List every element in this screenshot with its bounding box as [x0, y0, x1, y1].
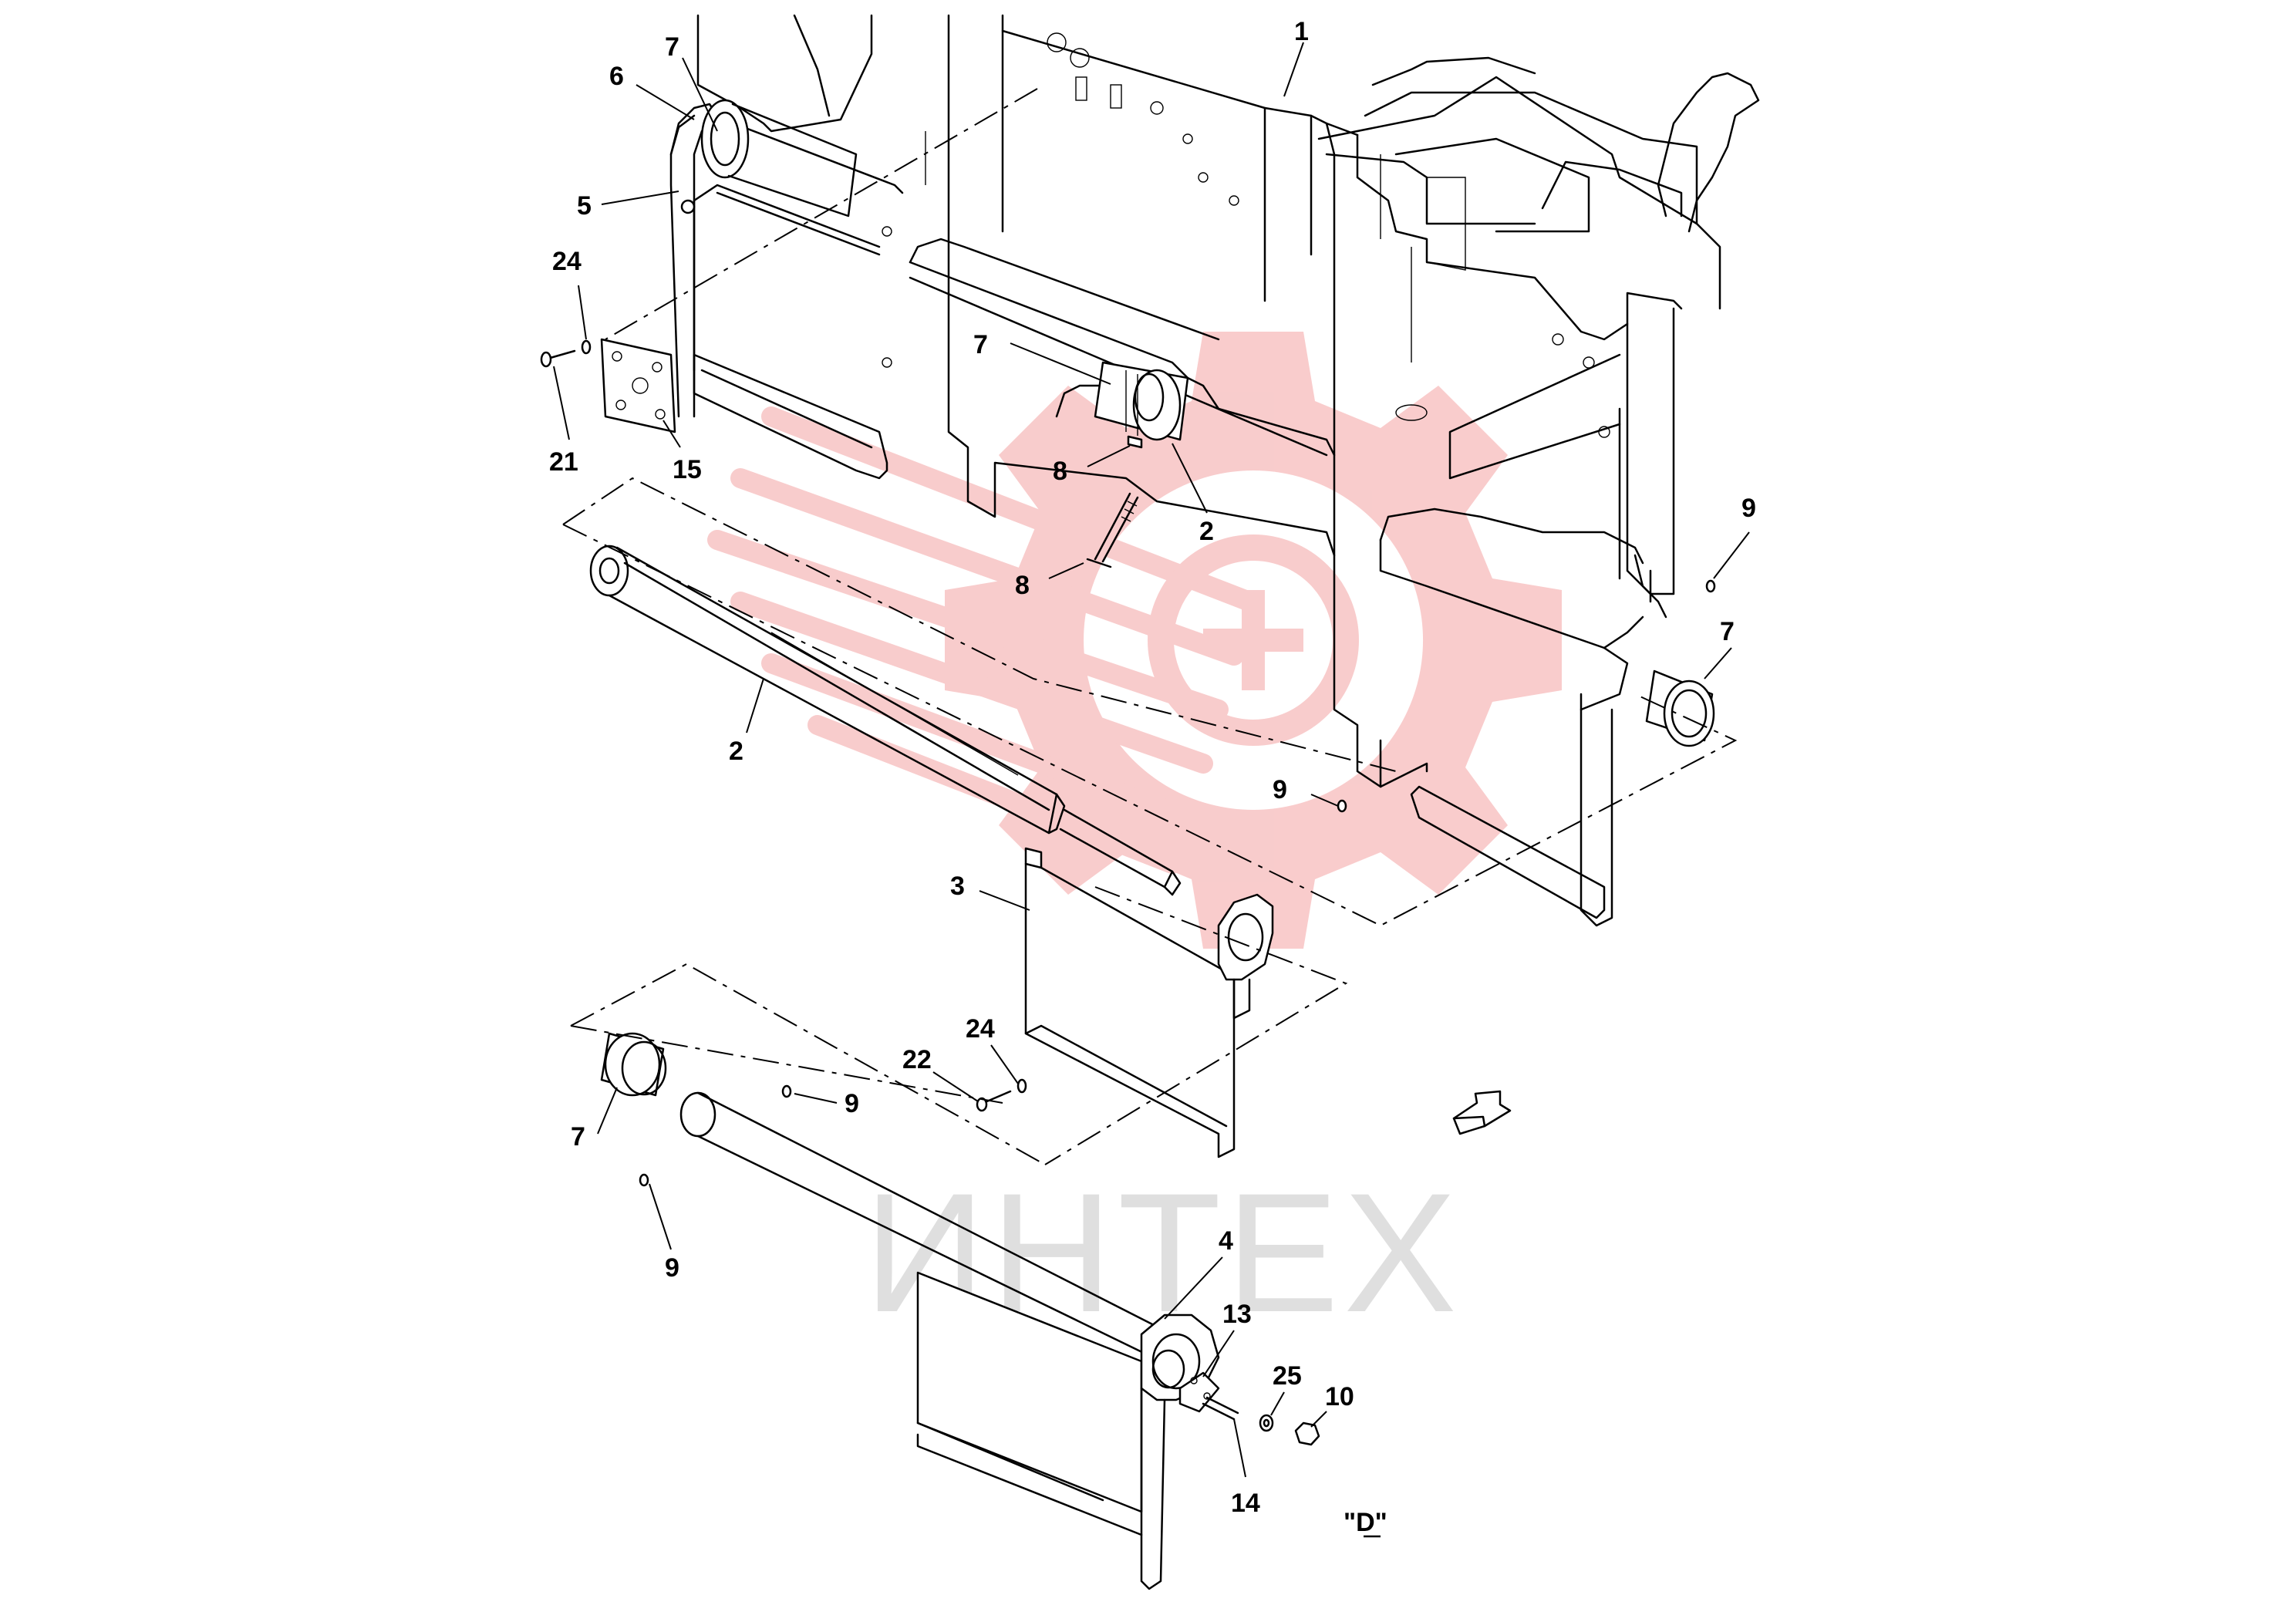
part-7-bushing-top: [700, 99, 858, 218]
direction-arrow-icon: [1452, 1090, 1512, 1135]
part-21-bolt: [540, 349, 576, 368]
callout-9: 9: [1741, 494, 1756, 523]
callout-2: 2: [729, 737, 743, 766]
part-9-pin-mid: [1337, 799, 1347, 813]
callout-7: 7: [665, 32, 679, 62]
part-24-washer-lower: [1017, 1078, 1027, 1094]
part-9-pin-right: [1705, 579, 1716, 593]
callout-21: 21: [549, 447, 578, 477]
part-8-pin-long: [1086, 492, 1139, 568]
callout-4: 4: [1219, 1226, 1233, 1256]
watermark: ИНТЕХ: [707, 332, 1562, 1347]
callout-14: 14: [1231, 1489, 1260, 1518]
callout-9: 9: [1273, 775, 1287, 804]
callout-7: 7: [973, 330, 988, 359]
part-13-flange: [1178, 1371, 1220, 1413]
callout-24: 24: [552, 247, 582, 276]
assembly-lines: [562, 88, 1738, 1165]
part-10-nut: [1294, 1421, 1320, 1446]
callout-2: 2: [1199, 517, 1214, 546]
part-9-pin-lower: [639, 1173, 649, 1187]
callout-25: 25: [1273, 1361, 1302, 1391]
part-24-washer-top: [581, 339, 592, 355]
callout-15: 15: [673, 455, 702, 484]
callout-13: 13: [1222, 1300, 1252, 1329]
callout-9: 9: [845, 1089, 859, 1118]
callout-3: 3: [950, 872, 965, 901]
part-25-washer: [1259, 1414, 1274, 1432]
callout-6: 6: [609, 62, 624, 91]
part-7-bushing-lower: [600, 1032, 667, 1097]
callout-22: 22: [902, 1045, 932, 1074]
part-2-shaft: [589, 545, 1182, 896]
part-14-screw: [1202, 1396, 1239, 1421]
part-15-plate: [600, 338, 676, 433]
part-6-bracket: [669, 103, 719, 418]
callout-5: 5: [577, 191, 592, 221]
callout-9: 9: [665, 1253, 679, 1283]
callout-10: 10: [1325, 1382, 1354, 1411]
view-label: "D": [1344, 1508, 1387, 1537]
part-7-bushing-right: [1645, 669, 1715, 747]
callouts: 1 7 6 5 24 21 15 7 8 2 8 9 7 2 9 3 24 22…: [549, 17, 1756, 1518]
callout-7: 7: [1720, 617, 1735, 646]
callout-1: 1: [1294, 17, 1309, 46]
part-7-bushing-mid: [1094, 361, 1189, 441]
part-5-pin: [680, 199, 696, 214]
callout-24: 24: [966, 1014, 995, 1044]
callout-8: 8: [1015, 571, 1030, 600]
callout-7: 7: [571, 1122, 585, 1152]
leader-lines: [553, 42, 1750, 1478]
part-9-pin-sleeve: [781, 1084, 792, 1098]
part-8-pin-short: [1127, 435, 1143, 449]
callout-8: 8: [1053, 457, 1067, 486]
